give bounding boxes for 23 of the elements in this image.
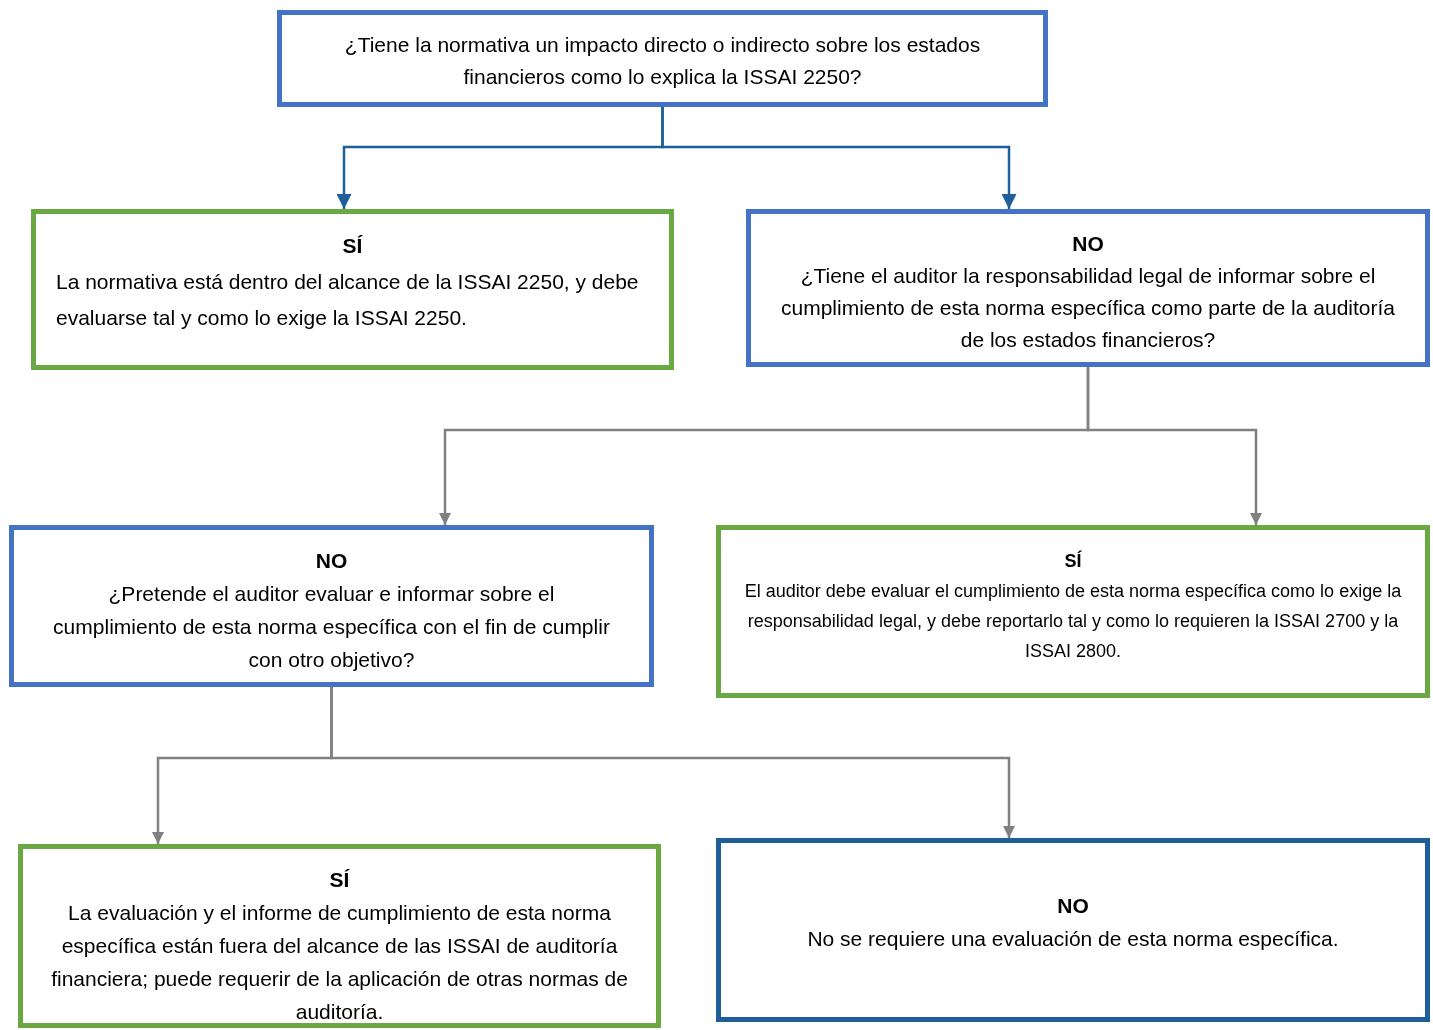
- question-text: La evaluación y el informe de cumplimiento de esta norma específica están fuera del alcance de las ISSAI de auditoría financiera; puede requerir de la aplicación de otras normas de auditoría.: [50, 900, 629, 1025]
- answer-box: [9, 525, 654, 687]
- answer-heading: SÍ: [1063, 549, 1083, 573]
- question-text: No se requiere una evaluación de esta norma específica.: [806, 926, 1340, 952]
- arrow: [330, 687, 1016, 838]
- answer-box: [18, 844, 661, 1028]
- question-text: La normativa está dentro del alcance de la ISSAI 2250, y debe evaluarse tal y como lo exige la ISSAI 2250.: [56, 269, 640, 331]
- question-text: ¿Tiene la normativa un impacto directo o indirecto sobre los estados financieros como lo explica la ISSAI 2250?: [343, 32, 982, 90]
- arrow: [1086, 367, 1263, 525]
- arrow: [661, 107, 1017, 209]
- answer-heading: SÍ: [341, 233, 364, 259]
- answer-box: [716, 525, 1430, 698]
- answer-heading: SÍ: [328, 867, 351, 893]
- answer-box: [716, 838, 1430, 1022]
- question-text: ¿Pretende el auditor evaluar e informar sobre el cumplimiento de esta norma específica con el fin de cumplir con otro objetivo?: [52, 581, 611, 673]
- answer-heading: NO: [314, 548, 349, 574]
- question-text: ¿Tiene el auditor la responsabilidad legal de informar sobre el cumplimiento de esta norma específica como parte de la auditoría de los estados financieros?: [781, 263, 1395, 353]
- question-text: El auditor debe evaluar el cumplimiento de esta norma específica como lo exige la responsabilidad legal, y debe reportarlo tal y como lo requieren la ISSAI 2700 y la ISSAI 2800.: [743, 580, 1403, 663]
- question-box: [277, 10, 1048, 107]
- answer-box: [31, 209, 674, 370]
- answer-heading: NO: [1071, 231, 1105, 257]
- answer-box: [746, 209, 1430, 367]
- answer-heading: NO: [1056, 893, 1090, 919]
